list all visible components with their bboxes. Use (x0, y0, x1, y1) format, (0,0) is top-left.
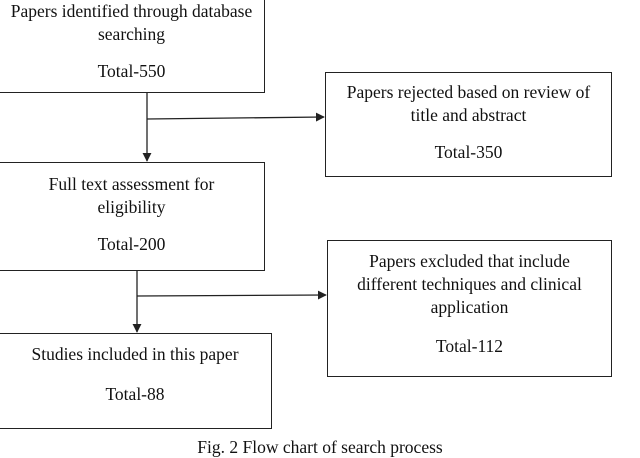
box-fulltext-total: Total-200 (97, 234, 166, 254)
box-identified-label: Papers identified through database searc… (10, 1, 253, 44)
box-papers-excluded: Papers excluded that include different t… (327, 240, 612, 377)
box-rejected-total: Total-350 (434, 142, 503, 162)
figure-caption: Fig. 2 Flow chart of search process (197, 437, 443, 457)
arrow-to-excluded (136, 290, 327, 300)
box-papers-rejected: Papers rejected based on review of title… (325, 72, 612, 177)
arrow-to-rejected (146, 112, 325, 122)
box-included-total: Total-88 (105, 384, 165, 404)
box-rejected-label: Papers rejected based on review of title… (346, 82, 591, 125)
box-papers-identified: Papers identified through database searc… (0, 0, 265, 93)
box-excluded-label: Papers excluded that include different t… (357, 251, 582, 317)
box-fulltext-label: Full text assessment for eligibility (48, 174, 215, 217)
box-fulltext-assessment: Full text assessment for eligibility Tot… (0, 162, 265, 271)
box-identified-total: Total-550 (97, 61, 166, 81)
box-excluded-total: Total-112 (435, 336, 504, 356)
box-studies-included: Studies included in this paper Total-88 (0, 333, 272, 429)
box-included-label: Studies included in this paper (31, 344, 239, 364)
